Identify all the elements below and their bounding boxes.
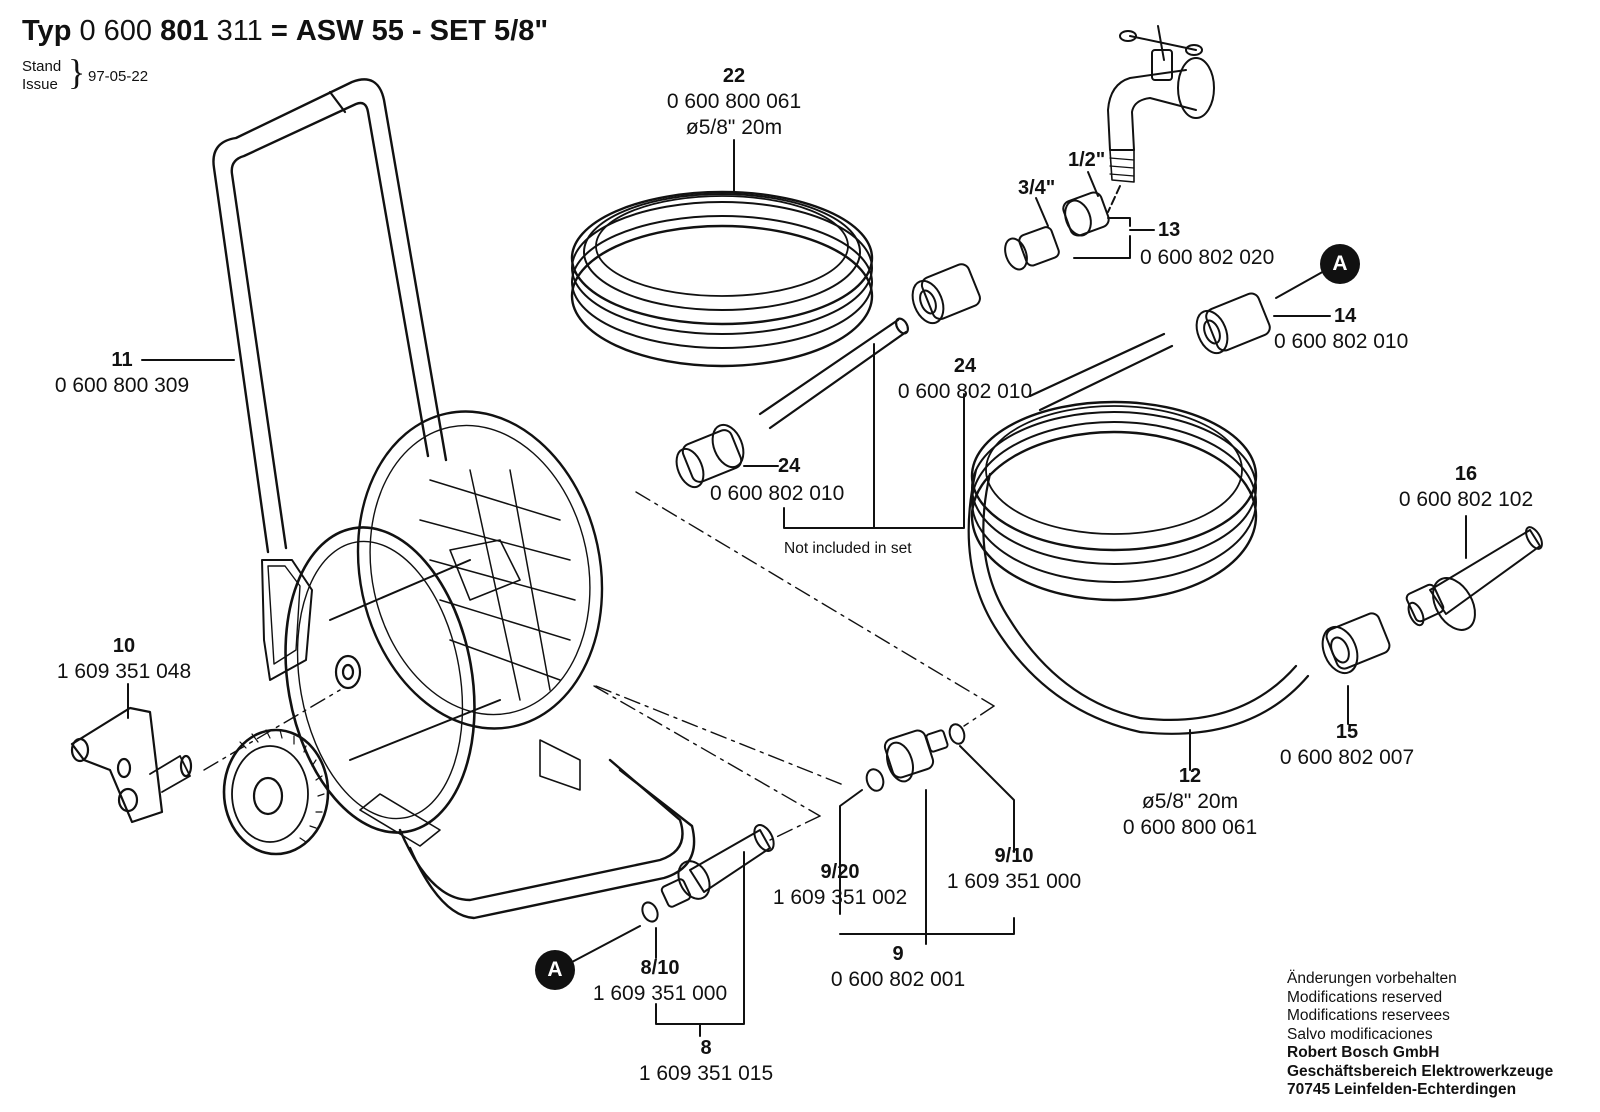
- thread-three-quarter-label: 3/4": [1018, 177, 1056, 199]
- callout-24-lower-part: 0 600 802 010: [710, 482, 845, 505]
- not-included-note: Not included in set: [784, 540, 912, 557]
- reference-marker-a-bottom: A: [535, 950, 575, 990]
- thread-half-label: 1/2": [1068, 149, 1106, 171]
- callout-16-number: 16: [1454, 463, 1478, 485]
- footer-line: Änderungen vorbehalten: [1287, 970, 1457, 987]
- crank-handle: [70, 706, 193, 824]
- water-tap: [1107, 25, 1215, 213]
- callout-14-number: 14: [1334, 305, 1357, 327]
- callout-16-part: 0 600 802 102: [1398, 488, 1534, 511]
- callout-8-part: 1 609 351 015: [638, 1062, 774, 1085]
- callout-9-10-part: 1 609 351 000: [946, 870, 1082, 893]
- callout-22-part: 0 600 800 061: [666, 90, 802, 113]
- callout-13-part: 0 600 802 020: [1140, 246, 1275, 269]
- assembly-lines: [203, 491, 995, 841]
- hose-reel-cart: [212, 78, 696, 920]
- callout-9-10-number: 9/10: [994, 845, 1034, 867]
- issue-date: 97-05-22: [88, 68, 149, 85]
- callout-11-part: 0 600 800 309: [54, 374, 190, 397]
- callout-12-spec: ø5/8" 20m: [1141, 790, 1239, 813]
- footer-line: Salvo modificaciones: [1287, 1025, 1433, 1043]
- callout-13-number: 13: [1158, 219, 1181, 241]
- callout-9-part: 0 600 802 001: [830, 968, 966, 991]
- leader-lines: [127, 139, 1467, 1037]
- callout-12-number: 12: [1178, 765, 1202, 787]
- callout-24-upper-part: 0 600 802 010: [897, 380, 1033, 403]
- page-title: Typ 0 600 801 311 = ASW 55 - SET 5/8": [22, 15, 549, 47]
- callout-22-spec: ø5/8" 20m: [685, 116, 783, 139]
- callout-15-number: 15: [1335, 721, 1359, 743]
- callout-9-20-number: 9/20: [820, 861, 860, 883]
- callout-15-part: 0 600 802 007: [1279, 746, 1415, 769]
- callout-8-10-part: 1 609 351 000: [592, 982, 728, 1005]
- footer-division: Geschäftsbereich Elektrowerkzeuge: [1287, 1062, 1554, 1080]
- callout-24-lower-number: 24: [778, 455, 801, 477]
- hose-coil-22: [570, 190, 909, 430]
- footer-line: Modifications reservees: [1287, 1007, 1450, 1024]
- callout-11-number: 11: [111, 349, 133, 371]
- footer-line: Modifications reserved: [1287, 988, 1443, 1006]
- footer-company: Robert Bosch GmbH: [1287, 1044, 1440, 1061]
- brace: }: [68, 52, 86, 92]
- issue-label: Issue: [22, 76, 58, 93]
- hose-coil-12: [967, 332, 1310, 735]
- callout-22-number: 22: [722, 65, 746, 87]
- callout-9-20-part: 1 609 351 002: [772, 886, 908, 909]
- callout-10-number: 10: [112, 635, 136, 657]
- footer-address: 70745 Leinfelden-Echterdingen: [1287, 1081, 1517, 1098]
- callout-14-part: 0 600 802 010: [1274, 330, 1409, 353]
- callout-24-upper-number: 24: [953, 355, 977, 377]
- connectors: [641, 191, 1543, 923]
- callout-9-number: 9: [892, 943, 904, 965]
- callout-10-part: 1 609 351 048: [56, 660, 192, 683]
- callout-12-part: 0 600 800 061: [1122, 816, 1258, 839]
- reference-marker-a-top: A: [1320, 244, 1360, 284]
- footer-notice: Änderungen vorbehalten Modifications res…: [1287, 970, 1553, 1100]
- callout-8-number: 8: [700, 1037, 712, 1059]
- stand-label: Stand: [22, 58, 62, 75]
- callout-8-10-number: 8/10: [640, 957, 680, 979]
